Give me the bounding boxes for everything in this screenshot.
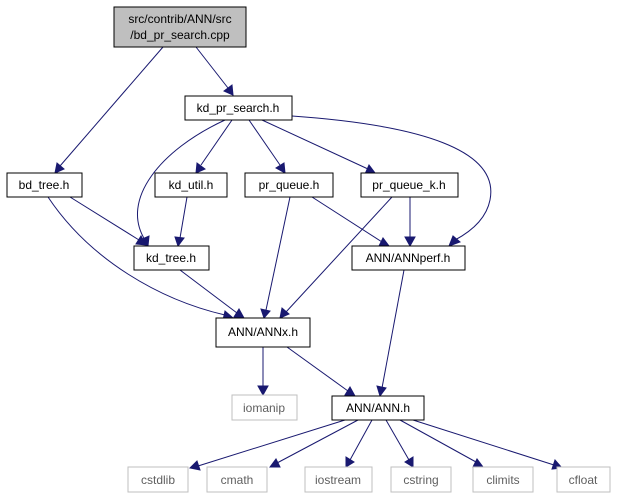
- cmath-label: cmath: [221, 473, 254, 487]
- node-annperf-h[interactable]: ANN/ANNperf.h: [351, 245, 466, 271]
- node-ann-h[interactable]: ANN/ANN.h: [331, 395, 425, 421]
- root-file-label-line1: src/contrib/ANN/src: [128, 12, 231, 26]
- cstring-label: cstring: [403, 473, 438, 487]
- edge-kd-pr-search-to-annperf: [291, 115, 492, 247]
- edge-annx-to-ann: [286, 346, 356, 397]
- edge-root-to-kd-pr-search: [195, 46, 234, 96]
- edge-bd-tree-to-kd-tree: [69, 196, 147, 246]
- edge-annx-to-iomanip: [257, 347, 269, 397]
- edge-kd-pr-search-to-pr-queue: [248, 119, 286, 174]
- node-kd-util-h[interactable]: kd_util.h: [154, 172, 228, 198]
- node-kd-pr-search-h[interactable]: kd_pr_search.h: [184, 95, 293, 121]
- edge-kd-pr-search-to-kd-util: [195, 119, 233, 174]
- edge-root-to-bd-tree: [54, 46, 164, 174]
- kd-tree-h-label: kd_tree.h: [146, 251, 196, 265]
- cstdlib-label: cstdlib: [141, 473, 175, 487]
- node-climits[interactable]: climits: [472, 466, 534, 493]
- annperf-h-label: ANN/ANNperf.h: [366, 251, 451, 265]
- edge-pr-queue-to-annx: [260, 196, 291, 319]
- cfloat-label: cfloat: [569, 473, 598, 487]
- bd-tree-h-label: bd_tree.h: [19, 178, 70, 192]
- edge-pr-queue-k-to-annx: [279, 196, 393, 319]
- iomanip-label: iomanip: [243, 401, 285, 415]
- pr-queue-h-label: pr_queue.h: [259, 178, 320, 192]
- node-iostream[interactable]: iostream: [304, 466, 373, 493]
- node-pr-queue-h[interactable]: pr_queue.h: [244, 172, 334, 198]
- edges: [47, 46, 564, 471]
- annx-h-label: ANN/ANNx.h: [228, 325, 298, 339]
- node-cstdlib[interactable]: cstdlib: [127, 466, 189, 493]
- nodes: src/contrib/ANN/src /bd_pr_search.cpp kd…: [6, 6, 611, 493]
- node-cstring[interactable]: cstring: [390, 466, 452, 493]
- node-root-file[interactable]: src/contrib/ANN/src /bd_pr_search.cpp: [113, 6, 247, 48]
- edge-kd-util-to-kd-tree: [174, 196, 188, 248]
- edge-ann-to-iostream: [345, 419, 373, 468]
- node-cmath[interactable]: cmath: [206, 466, 268, 493]
- root-file-label-line2: /bd_pr_search.cpp: [130, 28, 230, 42]
- node-iomanip[interactable]: iomanip: [231, 394, 298, 421]
- edge-pr-queue-k-to-annperf: [404, 197, 416, 248]
- edge-ann-to-cmath: [269, 419, 359, 468]
- edge-ann-to-cfloat: [412, 419, 564, 470]
- edge-ann-to-cstring: [385, 419, 414, 468]
- kd-util-h-label: kd_util.h: [169, 178, 214, 192]
- node-cfloat[interactable]: cfloat: [556, 466, 611, 493]
- edge-pr-queue-to-annperf: [311, 196, 390, 247]
- edge-annperf-to-ann: [376, 269, 405, 398]
- node-bd-tree-h[interactable]: bd_tree.h: [6, 172, 83, 198]
- climits-label: climits: [486, 473, 519, 487]
- node-pr-queue-k-h[interactable]: pr_queue_k.h: [360, 172, 459, 198]
- node-annx-h[interactable]: ANN/ANNx.h: [215, 317, 311, 348]
- edge-kd-tree-to-annx: [179, 269, 245, 319]
- kd-pr-search-h-label: kd_pr_search.h: [197, 101, 280, 115]
- ann-h-label: ANN/ANN.h: [346, 401, 410, 415]
- iostream-label: iostream: [315, 473, 361, 487]
- edge-ann-to-cstdlib: [188, 419, 346, 471]
- node-kd-tree-h[interactable]: kd_tree.h: [133, 245, 210, 271]
- pr-queue-k-h-label: pr_queue_k.h: [372, 178, 445, 192]
